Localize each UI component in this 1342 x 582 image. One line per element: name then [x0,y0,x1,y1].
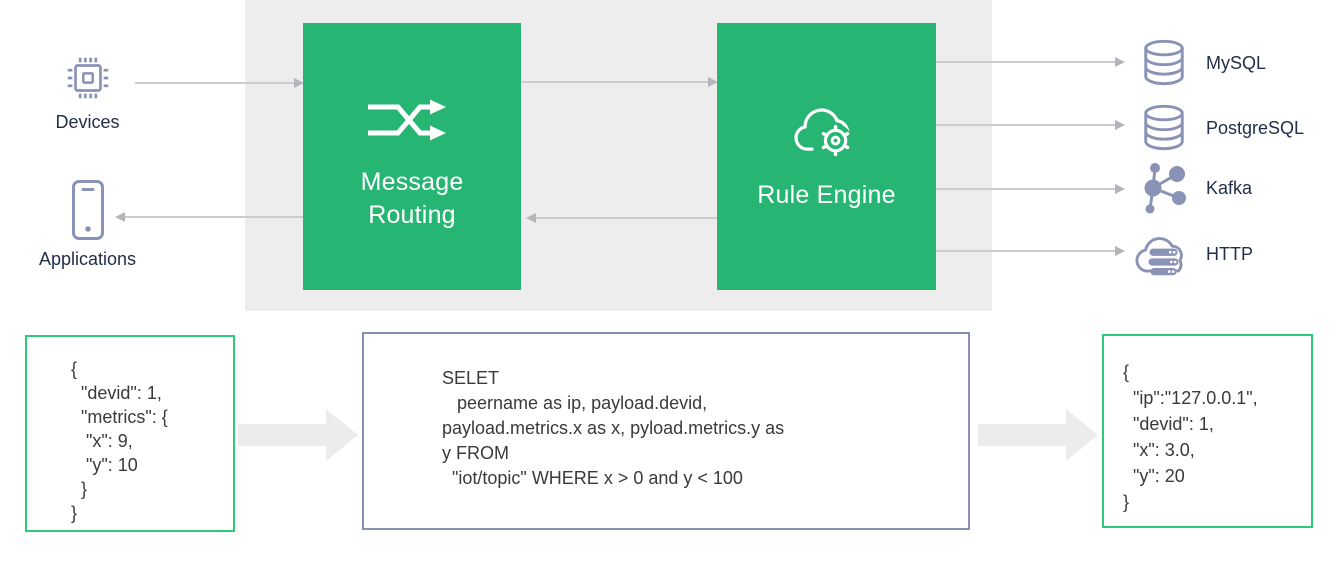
cloud-server-icon [1135,226,1193,282]
devices-label: Devices [55,112,120,132]
arrow-devices-to-routing [135,78,304,88]
http-label: HTTP [1206,243,1253,264]
arrow-routing-to-rule-engine [521,77,718,87]
arrow-routing-to-applications [115,212,303,222]
arrow-rule-engine-to-postgresql [936,120,1125,130]
arrow-rule-engine-to-kafka [936,184,1125,194]
database-icon [1135,38,1193,88]
applications-label: Applications [38,249,137,269]
sink-postgresql: PostgreSQL [1135,101,1304,155]
cpu-chip-icon [62,52,114,104]
cloud-gear-icon [791,101,863,163]
message-routing-label: Message Routing [360,167,464,229]
arrow-rule-engine-to-http [936,246,1125,256]
node-devices: Devices [25,52,150,133]
flow-arrow-sql-to-output [978,409,1098,461]
postgresql-label: PostgreSQL [1206,117,1305,138]
rule-sql-box: SELET peername as ip, payload.devid, pay… [362,332,970,530]
shuffle-icon [366,96,458,144]
mysql-label: MySQL [1206,52,1267,73]
node-rule-engine: Rule Engine [717,23,936,290]
arrow-rule-engine-to-routing [526,213,717,223]
output-message-json: { "ip":"127.0.0.1", "devid": 1, "x": 3.0… [1123,362,1258,512]
input-message-json: { "devid": 1, "metrics": { "x": 9, "y": … [71,359,168,523]
node-applications: Applications [25,179,150,270]
sink-kafka: Kafka [1135,161,1252,215]
input-message-box: { "devid": 1, "metrics": { "x": 9, "y": … [25,335,235,532]
output-message-box: { "ip":"127.0.0.1", "devid": 1, "x": 3.0… [1102,334,1313,528]
arrow-rule-engine-to-mysql [936,57,1125,67]
sink-http: HTTP [1135,227,1253,281]
kafka-label: Kafka [1206,177,1253,198]
flow-arrow-input-to-sql [238,409,358,461]
node-message-routing: Message Routing [303,23,521,290]
sink-mysql: MySQL [1135,36,1266,90]
smartphone-icon [71,179,105,241]
rule-sql-text: SELET peername as ip, payload.devid, pay… [442,368,785,488]
rule-engine-label: Rule Engine [757,181,896,209]
database-icon [1135,103,1193,153]
share-nodes-icon [1135,160,1193,216]
